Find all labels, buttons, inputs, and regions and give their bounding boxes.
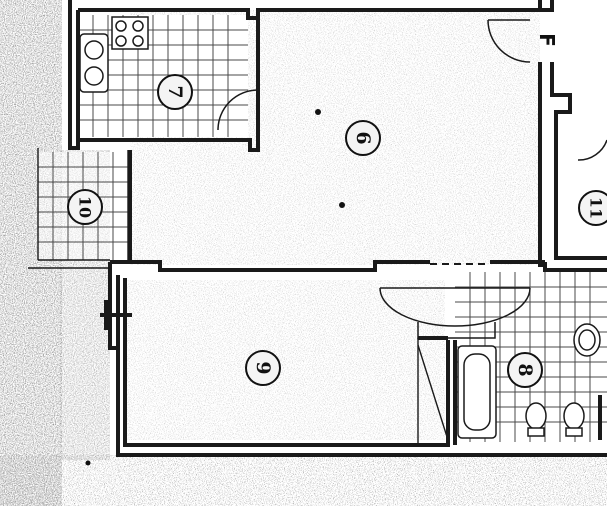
bathtub <box>457 345 497 439</box>
speck-mark <box>339 202 345 208</box>
walls <box>28 0 607 457</box>
room-label-balcony: 10 <box>67 189 103 225</box>
svg-text:11: 11 <box>587 197 606 219</box>
kitchen-stove <box>111 16 149 50</box>
kitchen-sink <box>79 33 109 93</box>
svg-text:10: 10 <box>76 196 95 218</box>
room-label-bedroom: 6 <box>345 120 381 156</box>
svg-text:7: 7 <box>164 85 186 98</box>
corner-letter: F <box>535 33 559 47</box>
washbasin <box>573 323 601 357</box>
speck-mark <box>315 109 321 115</box>
svg-text:9: 9 <box>252 361 274 374</box>
svg-text:8: 8 <box>514 363 536 376</box>
room-label-bathroom: 8 <box>507 352 543 388</box>
toilet <box>525 402 547 437</box>
room-label-adjacent: 11 <box>578 190 607 226</box>
svg-text:6: 6 <box>352 131 374 144</box>
room-label-living: 9 <box>245 350 281 386</box>
speck-mark <box>85 460 91 466</box>
bidet <box>563 402 585 437</box>
room-label-kitchen: 7 <box>157 74 193 110</box>
doors <box>217 19 607 339</box>
